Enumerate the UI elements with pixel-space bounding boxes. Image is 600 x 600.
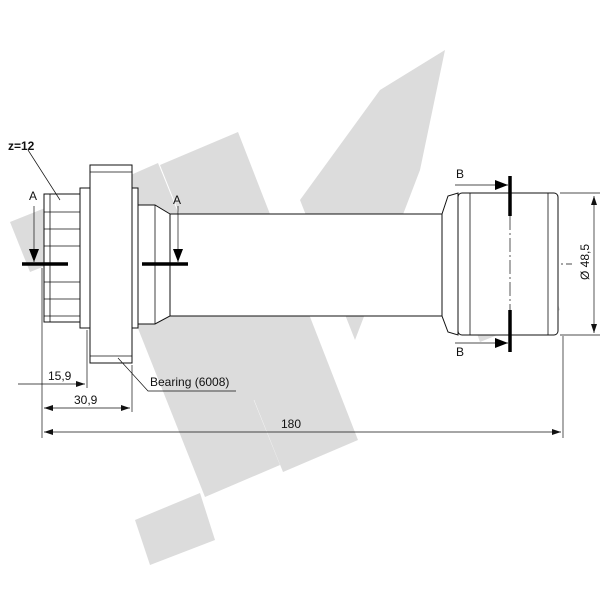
dim-15-9-label: 15,9 bbox=[48, 369, 72, 383]
extension-lines bbox=[41, 268, 564, 438]
bearing bbox=[89, 164, 139, 364]
section-b-top-label: B bbox=[456, 167, 464, 181]
dim-diameter-label: Ø 48,5 bbox=[578, 244, 592, 280]
bearing-label: Bearing (6008) bbox=[150, 375, 229, 389]
main-shaft bbox=[169, 213, 443, 317]
section-a-marker bbox=[22, 206, 188, 266]
dim-180-label: 180 bbox=[281, 417, 301, 431]
teeth-leader bbox=[27, 149, 61, 201]
section-a-right-label: A bbox=[173, 193, 181, 207]
dim-diameter bbox=[560, 192, 600, 336]
section-b-marker bbox=[455, 176, 512, 352]
pinion-gear bbox=[43, 187, 91, 329]
dim-30-9-label: 30,9 bbox=[74, 393, 98, 407]
section-b-bottom-label: B bbox=[456, 345, 464, 359]
shaft-head bbox=[441, 192, 559, 336]
teeth-label: z=12 bbox=[8, 139, 35, 153]
section-a-left-label: A bbox=[29, 189, 37, 203]
bearing-leader bbox=[117, 357, 236, 392]
